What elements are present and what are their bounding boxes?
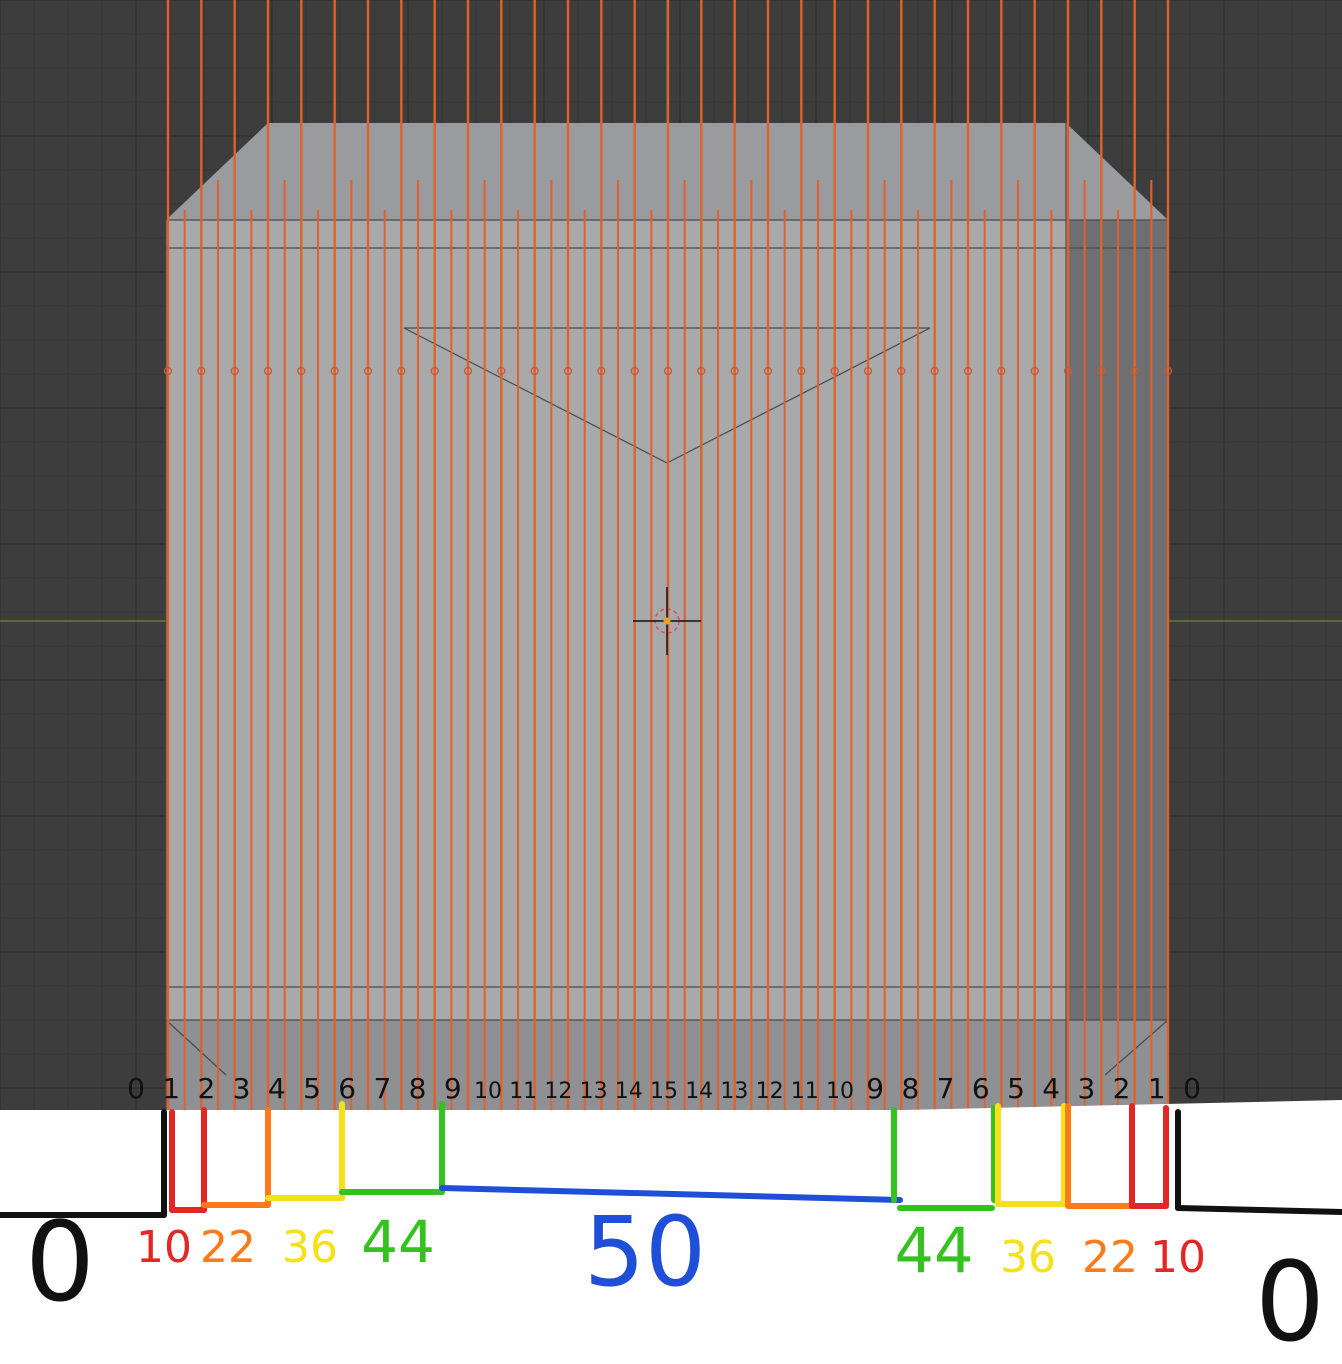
ground-line-right: [1175, 1205, 1342, 1215]
cut-vertex: [997, 366, 1006, 376]
slice-number-label: 14: [685, 1079, 713, 1104]
slice-number-label: 11: [509, 1079, 537, 1104]
slice-number-label: 13: [720, 1079, 748, 1104]
cut-vertex: [1163, 366, 1173, 376]
cut-vertex: [330, 366, 339, 376]
depth-label: 10: [1150, 1232, 1206, 1283]
slice-number-label: 14: [615, 1079, 643, 1104]
mesh-edge: [666, 327, 931, 464]
cut-vertex: [197, 366, 206, 376]
depth-label: 22: [1082, 1232, 1138, 1283]
cut-vertex: [163, 366, 173, 376]
cut-vertex: [597, 366, 606, 376]
cut-vertex: [797, 366, 806, 376]
cut-vertex: [1063, 366, 1073, 376]
cut-lines: [163, 0, 1173, 1110]
cut-vertex: [363, 366, 373, 376]
end-depth-label-right: 0: [1255, 1238, 1325, 1360]
cut-vertex: [897, 366, 906, 376]
slice-number-label: 0: [127, 1072, 145, 1105]
center-depth-label: 50: [584, 1196, 706, 1308]
slice-number-label: 0: [1183, 1072, 1201, 1105]
slice-number-label: 7: [937, 1072, 955, 1105]
slice-number-label: 1: [1148, 1072, 1166, 1105]
paper-strip: [0, 1100, 1342, 1360]
paper-background: [0, 1100, 1342, 1360]
slice-number-label: 3: [233, 1072, 251, 1105]
cut-vertex: [930, 366, 939, 376]
slice-number-label: 6: [972, 1072, 990, 1105]
cut-vertex: [630, 366, 639, 376]
cut-vertex: [563, 366, 573, 376]
cut-vertex: [730, 366, 739, 376]
cut-vertex: [263, 366, 273, 376]
slice-number-label: 6: [338, 1072, 356, 1105]
slice-number-label: 5: [303, 1072, 321, 1105]
depth-label: 10: [136, 1222, 192, 1273]
cut-vertex: [397, 366, 406, 376]
mesh-edge: [1104, 1019, 1169, 1076]
cut-vertex: [463, 366, 473, 376]
slice-number-label: 2: [197, 1072, 215, 1105]
slice-number-label: 7: [373, 1072, 391, 1105]
slice-number-label: 4: [1042, 1072, 1060, 1105]
slice-number-label: 1: [162, 1072, 180, 1105]
slice-number-label: 3: [1077, 1072, 1095, 1105]
slice-number-label: 2: [1113, 1072, 1131, 1105]
depth-label: 22: [200, 1222, 256, 1273]
cut-vertex: [297, 366, 306, 376]
cut-vertex: [830, 366, 839, 376]
depth-label: 44: [895, 1214, 974, 1287]
slice-number-label: 12: [756, 1079, 784, 1104]
slice-number-label: 9: [444, 1072, 462, 1105]
cut-vertex: [530, 366, 539, 376]
slice-number-label: 8: [901, 1072, 919, 1105]
slice-number-label: 12: [544, 1079, 572, 1104]
cut-vertex: [1030, 366, 1039, 376]
slice-number-label: 9: [866, 1072, 884, 1105]
slice-number-label: 13: [580, 1079, 608, 1104]
center-floor: [439, 1185, 903, 1203]
depth-label: 44: [361, 1208, 435, 1276]
cut-vertex: [497, 366, 506, 376]
origin-dot: [663, 617, 671, 625]
slice-number-label: 4: [268, 1072, 286, 1105]
cut-vertex: [430, 366, 439, 376]
depth-label: 36: [282, 1222, 338, 1273]
mesh-edge: [165, 1019, 227, 1076]
cut-vertex: [863, 366, 873, 376]
cut-vertex: [1130, 366, 1139, 376]
cut-vertex: [230, 366, 239, 376]
3d-cursor-icon: [633, 587, 701, 655]
depth-profile: [0, 1101, 1342, 1218]
slice-number-label: 15: [650, 1079, 678, 1104]
cut-vertex: [1097, 366, 1106, 376]
slice-number-label: 11: [791, 1079, 819, 1104]
slice-number-label: 5: [1007, 1072, 1025, 1105]
slice-number-label: 10: [474, 1079, 502, 1104]
cut-vertex: [763, 366, 773, 376]
slice-number-label: 10: [826, 1079, 854, 1104]
cut-vertex: [663, 366, 673, 376]
depth-label: 36: [1000, 1232, 1056, 1283]
cut-vertex: [697, 366, 706, 376]
end-depth-label-left: 0: [25, 1198, 95, 1326]
cut-vertex: [963, 366, 973, 376]
slice-number-label: 8: [409, 1072, 427, 1105]
